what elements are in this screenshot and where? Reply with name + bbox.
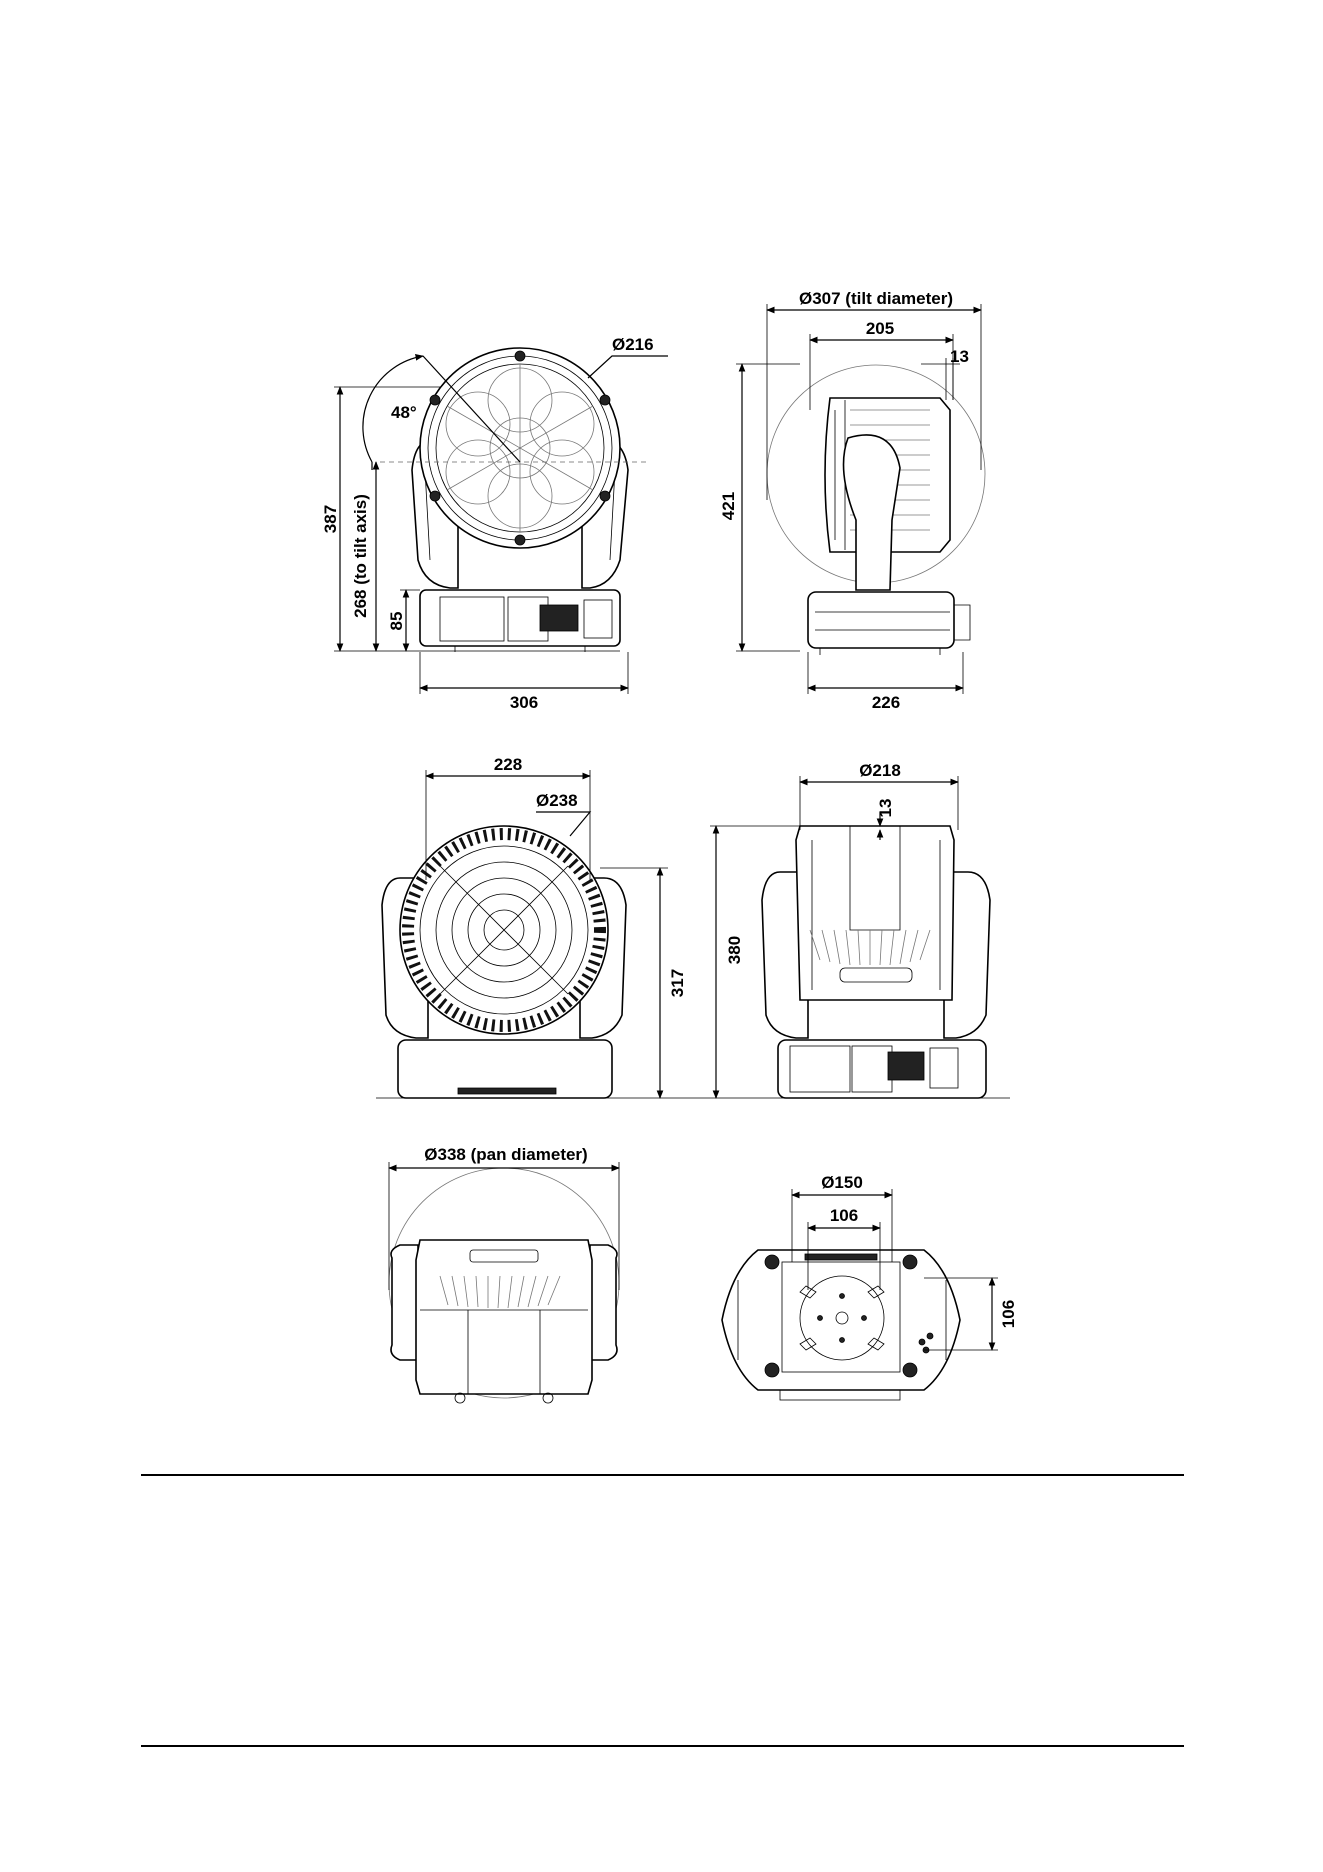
head-depth-label: 205 (866, 319, 894, 338)
rear-width-label: 228 (494, 755, 522, 774)
rear-height-label: 317 (668, 969, 687, 997)
total-height-label: 387 (321, 505, 340, 533)
bottom-view: Ø150 106 106 (722, 1173, 1018, 1400)
front-width-label: 306 (510, 693, 538, 712)
hole-spacing-x-label: 106 (830, 1206, 858, 1225)
rear-diameter-label: Ø238 (536, 791, 578, 810)
top-head-view: Ø218 13 380 (710, 761, 990, 1098)
top-offset-label: 13 (876, 799, 895, 818)
section-divider (141, 1474, 1184, 1476)
lens-diameter-label: Ø216 (612, 335, 654, 354)
bottom-diameter-label: Ø150 (821, 1173, 863, 1192)
side-height-label: 421 (719, 492, 738, 520)
side-view: Ø307 (tilt diameter) 205 13 421 226 (719, 289, 985, 712)
tilt-diameter-label: Ø307 (tilt diameter) (799, 289, 953, 308)
top-diameter-label: Ø218 (859, 761, 901, 780)
tilt-axis-height-label: 268 (to tilt axis) (351, 494, 370, 618)
page-footer-rule (141, 1745, 1184, 1747)
hole-spacing-y-label: 106 (999, 1300, 1018, 1328)
top-height-label: 380 (725, 936, 744, 964)
side-offset-label: 13 (950, 347, 969, 366)
pan-view: Ø338 (pan diameter) (389, 1145, 619, 1403)
base-depth-label: 226 (872, 693, 900, 712)
tilt-angle-label: 48° (391, 403, 417, 422)
base-height-label: 85 (387, 612, 406, 631)
front-view: 48° Ø216 387 268 (to tilt axis) 85 306 (321, 335, 668, 712)
pan-diameter-label: Ø338 (pan diameter) (424, 1145, 587, 1164)
